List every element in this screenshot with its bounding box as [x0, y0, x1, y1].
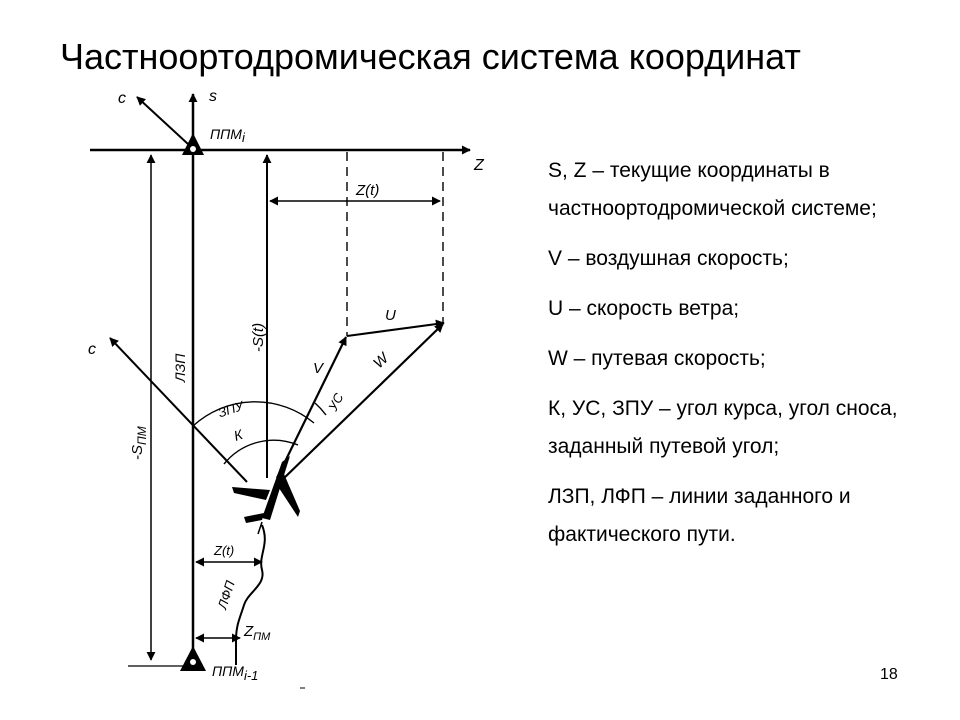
north-arrow-top: [136, 96, 189, 145]
label-v: V: [313, 360, 325, 377]
label-z-t-bottom: Z(t): [213, 543, 234, 558]
legend: S, Z – текущие координаты в частноортодр…: [548, 152, 920, 566]
label-u: U: [385, 307, 396, 324]
zpu-arc: [192, 401, 315, 427]
w-vector: [280, 323, 444, 482]
north-arrow-aircraft: [109, 337, 248, 483]
v-vector: [276, 336, 347, 479]
legend-item: К, УС, ЗПУ – угол курса, угол сноса, зад…: [548, 397, 898, 458]
label-zpu: ЗПУ: [216, 398, 247, 421]
label-z-t-top: Z(t): [355, 182, 379, 199]
label-s: s: [209, 88, 217, 105]
label-s-pm: -SПМ: [129, 426, 149, 460]
label-w: W: [370, 349, 393, 372]
legend-item: ЛЗП, ЛФП – линии заданного и фактическог…: [548, 485, 851, 546]
label-lfp: ЛФП: [214, 578, 238, 612]
ppm-i-marker: [182, 133, 204, 155]
label-c-left: c: [88, 341, 96, 358]
label-ppm-i1: ППМi-1: [212, 663, 258, 683]
label-s-t: -S(t): [250, 323, 267, 352]
ppm-i1-marker: [180, 646, 206, 671]
label-ppm-i: ППМi: [210, 126, 246, 145]
label-k: К: [232, 426, 246, 444]
lfp-path: [235, 524, 266, 665]
legend-item: W – путевая скорость;: [548, 347, 766, 370]
label-lzp: ЛЗП: [172, 353, 188, 383]
page-number: 18: [880, 666, 898, 683]
legend-item: S, Z – текущие координаты в частноортодр…: [548, 159, 877, 220]
coordinate-diagram: c s ППМi Z Z(t) U V W c -S(t) ЛЗП -SПМ З…: [88, 88, 485, 689]
aircraft-icon: [232, 456, 300, 523]
u-vector: [346, 319, 445, 337]
label-us: УС: [325, 390, 347, 414]
legend-item: U – скорость ветра;: [548, 297, 740, 320]
label-z-pm: ZПМ: [243, 623, 271, 643]
legend-item: V – воздушная скорость;: [548, 247, 789, 270]
page-title: Частноортодромическая система координат: [60, 36, 801, 77]
k-arc: [223, 439, 299, 465]
label-z-axis: Z: [473, 157, 485, 174]
us-arc: [314, 402, 327, 416]
label-c-top: c: [118, 90, 126, 107]
